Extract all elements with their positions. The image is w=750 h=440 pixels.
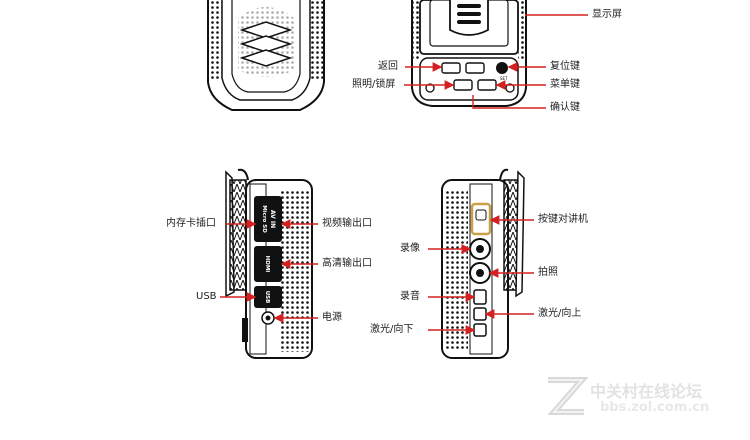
label-usb: USB: [196, 291, 217, 302]
watermark-url: bbs.zol.com.cn: [600, 400, 710, 415]
watermark-text: 中关村在线论坛: [590, 382, 703, 401]
label-light-lock: 照明/锁屏: [352, 79, 396, 90]
set-marking: SET: [500, 76, 508, 81]
label-ptt: 按键对讲机: [538, 214, 588, 225]
label-card-slot: 内存卡插口: [166, 218, 216, 229]
label-back: 返回: [378, 61, 398, 72]
port-sd-marking: Micro SD: [261, 205, 267, 233]
port-av-marking: AV IN: [269, 210, 276, 228]
label-record: 录像: [400, 243, 420, 254]
port-hdmi-marking: HDMI: [264, 256, 270, 273]
label-display: 显示屏: [592, 9, 622, 20]
label-av-out: 视频输出口: [322, 218, 372, 229]
device-left-side-view: AV IN Micro SD HDMI USB: [225, 168, 313, 359]
port-usb-marking: USB: [264, 291, 270, 304]
label-hdmi-out: 高清输出口: [322, 258, 372, 269]
label-power: 电源: [322, 312, 342, 323]
label-menu-key: 菜单键: [550, 79, 580, 90]
device-back-view: [207, 0, 325, 111]
label-laser-up: 激光/向上: [538, 308, 582, 319]
watermark-logo-icon: [547, 377, 589, 415]
label-audio: 录音: [400, 291, 420, 302]
device-front-view: SET: [411, 0, 527, 107]
label-laser-down: 激光/向下: [370, 324, 414, 335]
label-photo: 拍照: [538, 267, 558, 278]
label-reset-key: 复位键: [550, 61, 580, 72]
label-confirm-key: 确认键: [550, 102, 580, 113]
callout-arrows: [220, 14, 588, 335]
arrow-confirm: [472, 95, 546, 109]
